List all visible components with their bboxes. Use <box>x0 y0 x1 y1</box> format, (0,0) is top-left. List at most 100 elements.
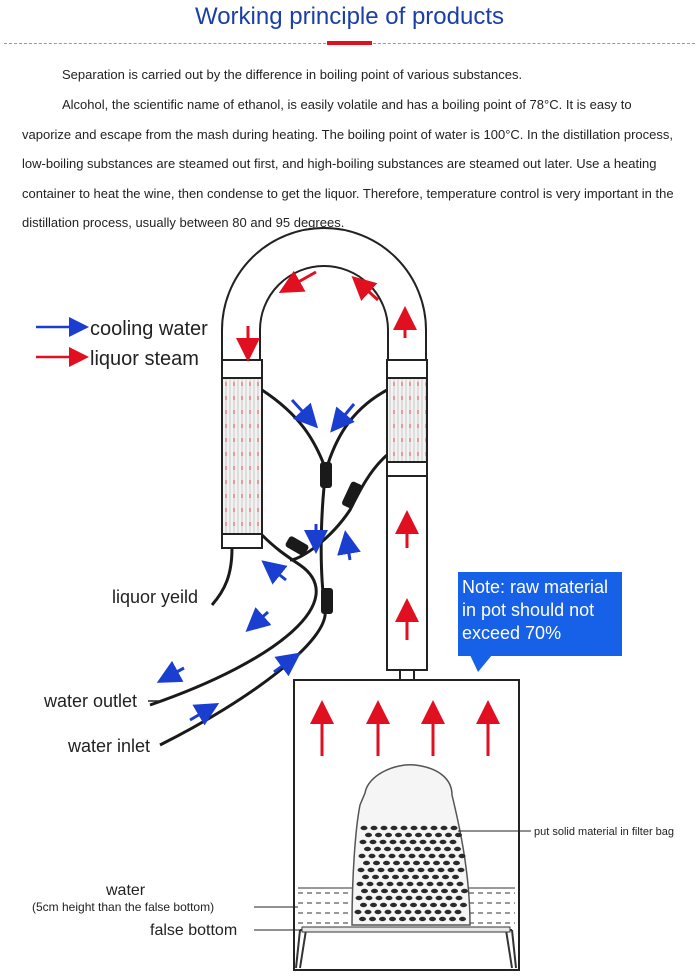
solid-material-grain <box>400 825 408 831</box>
u-tube <box>221 227 427 363</box>
solid-material-grain <box>459 916 466 922</box>
solid-material-grain <box>394 909 402 915</box>
description-paragraph: Alcohol, the scientific name of ethanol,… <box>22 97 674 230</box>
note-line-1: Note: raw material <box>462 577 609 597</box>
label-filter-bag: put solid material in filter bag <box>534 826 674 838</box>
solid-material-grain <box>445 832 452 838</box>
solid-material-grain <box>445 895 453 901</box>
solid-material-grain <box>440 902 447 908</box>
solid-material-grain <box>449 916 456 922</box>
solid-material-grain <box>455 895 463 901</box>
solid-material-grain <box>405 895 413 901</box>
solid-material-grain <box>374 909 382 915</box>
solid-material-grain <box>369 916 376 922</box>
solid-material-grain <box>426 881 434 887</box>
solid-material-grain <box>387 867 395 873</box>
solid-material-grain <box>401 888 408 894</box>
solid-material-grain <box>380 825 388 831</box>
solid-material-grain <box>358 853 366 859</box>
solid-material-grain <box>420 825 428 831</box>
note-line-3: exceed 70% <box>462 623 562 643</box>
solid-material-grain <box>357 867 365 873</box>
solid-material-grain <box>456 881 464 887</box>
intro-paragraph: Separation is carried out by the differe… <box>62 67 523 82</box>
solid-material-grain <box>361 888 368 894</box>
solid-material-grain <box>444 909 452 915</box>
label-water-inlet: water inlet <box>67 736 150 756</box>
solid-material-grain <box>458 853 466 859</box>
solid-material-grain <box>447 867 455 873</box>
solid-material-grain <box>429 916 436 922</box>
label-water-note: (5cm height than the false bottom) <box>32 900 214 914</box>
solid-material-grain <box>454 909 462 915</box>
solid-material-grain <box>378 853 386 859</box>
cooling-flow-arrow-10 <box>290 398 319 429</box>
solid-material-grain <box>425 895 433 901</box>
cooling-flow-arrow-14 <box>261 560 288 585</box>
solid-material-grain <box>367 867 375 873</box>
solid-material-grain <box>406 881 414 887</box>
solid-material-grain <box>365 832 372 838</box>
solid-material-grain <box>366 881 374 887</box>
solid-material-grain <box>371 888 378 894</box>
cooling-flow-arrow-16 <box>156 660 185 683</box>
solid-material-grain <box>385 895 393 901</box>
solid-material-grain <box>415 895 423 901</box>
page-title: Working principle of products <box>194 3 505 30</box>
solid-material-grain <box>420 902 427 908</box>
solid-material-grain <box>390 825 398 831</box>
solid-material-grain <box>415 832 422 838</box>
solid-material-grain <box>423 860 430 866</box>
solid-material-grain <box>453 860 460 866</box>
solid-material-grain <box>370 902 377 908</box>
solid-material-grain <box>424 909 432 915</box>
legend: cooling water liquor steam <box>36 317 208 370</box>
solid-material-grain <box>408 853 416 859</box>
steam-flow-arrow-1 <box>351 275 380 302</box>
solid-material-grain <box>386 881 394 887</box>
note-callout: Note: raw material in pot should not exc… <box>458 572 622 656</box>
solid-material-grain <box>427 867 435 873</box>
solid-material-grain <box>428 853 436 859</box>
solid-material-grain <box>376 881 384 887</box>
solid-material-grain <box>389 916 396 922</box>
solid-material-grain <box>355 895 363 901</box>
cooling-flow-arrow-17 <box>273 652 301 677</box>
solid-material-grain <box>436 881 444 887</box>
solid-material-grain <box>382 874 389 880</box>
solid-material-grain <box>442 874 449 880</box>
solid-material-grain <box>425 832 432 838</box>
solid-material-grain <box>399 916 406 922</box>
label-water: water <box>105 882 146 899</box>
left-condenser <box>221 359 263 549</box>
label-water-outlet: water outlet <box>43 691 137 711</box>
solid-material-grain <box>405 832 412 838</box>
solid-material-grain <box>455 832 462 838</box>
solid-material-grain <box>448 853 456 859</box>
solid-material-grain <box>451 888 458 894</box>
solid-material-grain <box>397 867 405 873</box>
solid-material-grain <box>360 825 368 831</box>
solid-material-grain <box>457 867 465 873</box>
solid-material-grain <box>413 860 420 866</box>
solid-material-grain <box>435 832 442 838</box>
solid-material-grain <box>384 846 391 852</box>
solid-material-grain <box>363 860 370 866</box>
solid-material-grain <box>414 909 422 915</box>
solid-material-grain <box>450 902 457 908</box>
solid-material-grain <box>364 846 371 852</box>
solid-material-grain <box>392 874 399 880</box>
solid-material-grain <box>411 888 418 894</box>
solid-material-grain <box>461 888 468 894</box>
solid-material-grain <box>385 832 392 838</box>
solid-material-grain <box>379 916 386 922</box>
solid-material-grain <box>419 916 426 922</box>
solid-material-grain <box>384 909 392 915</box>
cooling-flow-arrow-13 <box>337 530 361 561</box>
solid-material-grain <box>416 881 424 887</box>
solid-material-grain <box>417 867 425 873</box>
title-accent-bar <box>327 41 372 45</box>
solid-material-grain <box>373 860 380 866</box>
solid-material-grain <box>430 902 437 908</box>
